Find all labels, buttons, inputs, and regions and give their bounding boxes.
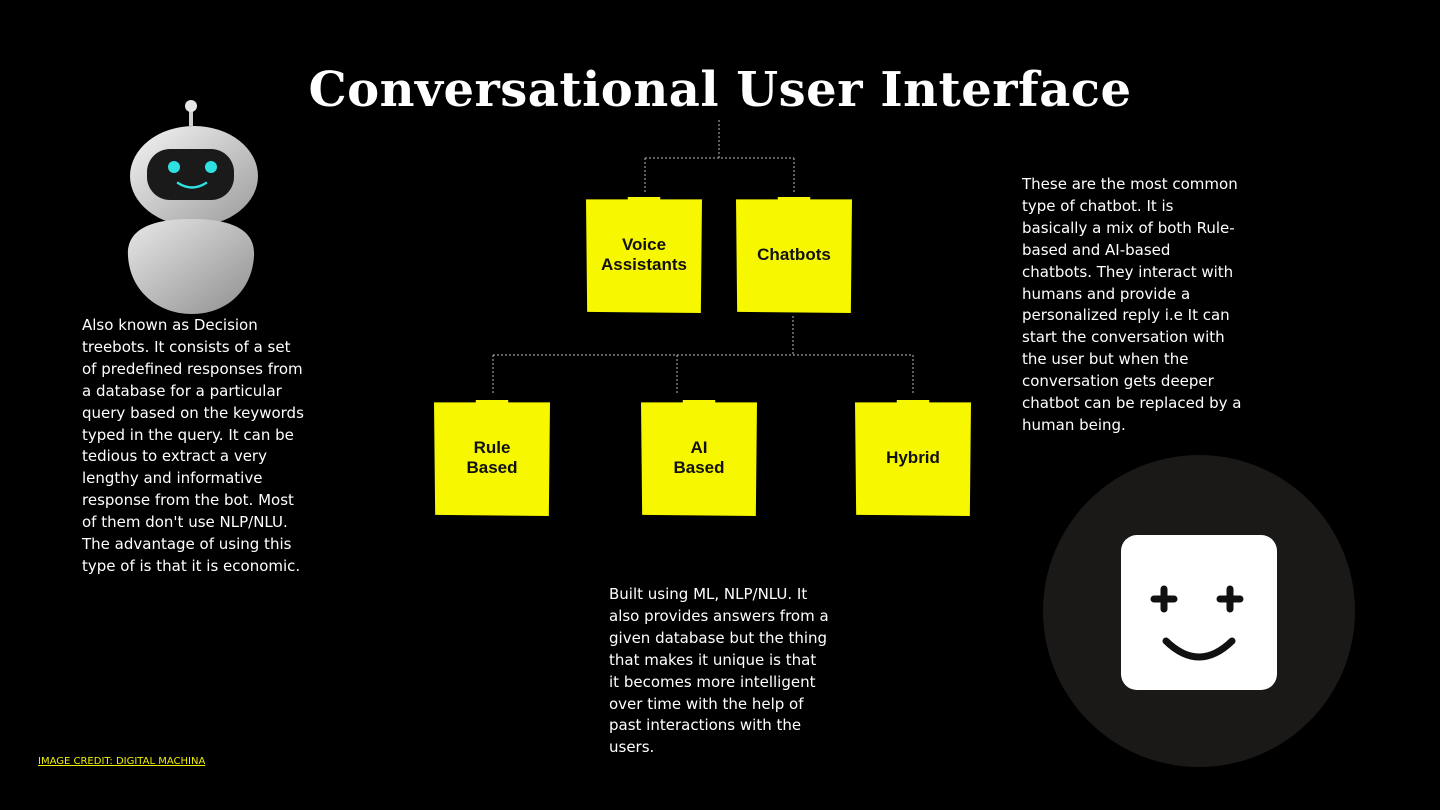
smiley-face-icon: [1121, 535, 1277, 690]
rule-based-description: Also known as Decision treebots. It cons…: [82, 316, 304, 575]
box-rule-based: Rule Based: [434, 400, 550, 516]
page-title: Conversational User Interface: [308, 62, 1132, 118]
robot-icon: [127, 100, 258, 314]
box-chatbots-label: Chatbots: [757, 245, 831, 264]
hybrid-description: These are the most common type of chatbo…: [1022, 175, 1242, 434]
box-hybrid: Hybrid: [855, 400, 971, 516]
ai-based-description: Built using ML, NLP/NLU. It also provide…: [609, 585, 829, 757]
box-hybrid-label: Hybrid: [886, 448, 940, 467]
box-ai-based-label: AI Based: [673, 438, 725, 477]
box-rule-based-label: Rule Based: [466, 438, 518, 477]
image-credit-link[interactable]: IMAGE CREDIT: DIGITAL MACHINA: [38, 756, 206, 767]
face-badge: [1043, 455, 1355, 767]
box-voice-assistants: Voice Assistants: [586, 197, 702, 313]
box-ai-based: AI Based: [641, 400, 757, 516]
box-voice-assistants-label: Voice Assistants: [601, 235, 687, 274]
box-chatbots: Chatbots: [736, 197, 852, 313]
